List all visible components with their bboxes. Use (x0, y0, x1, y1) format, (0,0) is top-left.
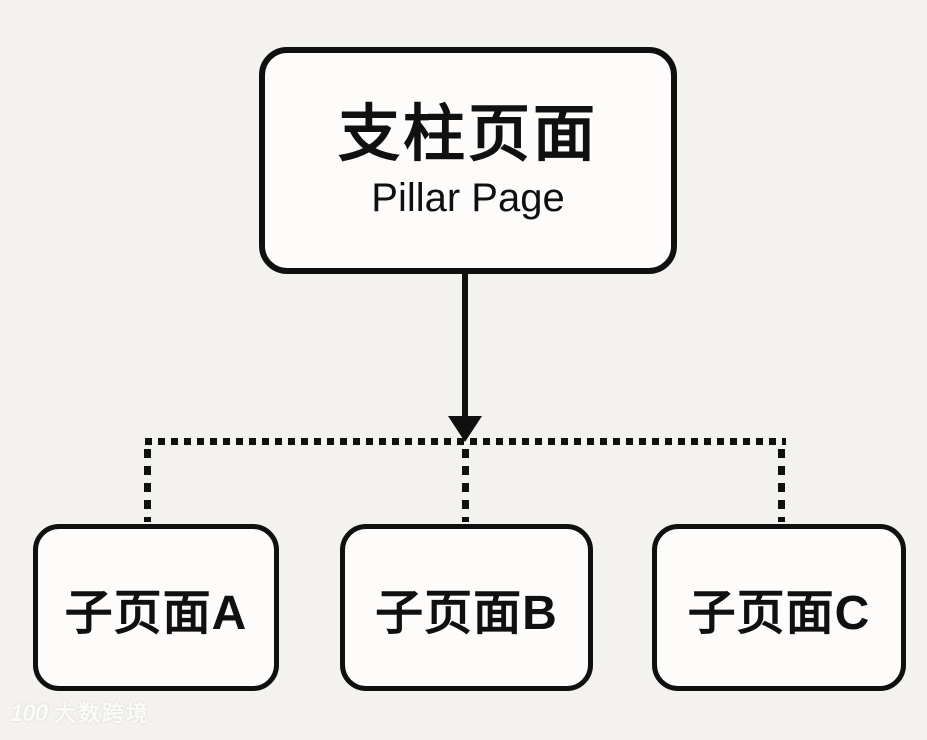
child-page-b-label: 子页面B (375, 586, 558, 640)
dotted-stub-right (778, 449, 785, 522)
dotted-distribution-line (145, 438, 786, 445)
watermark: 100 大数跨境 (10, 702, 150, 726)
pillar-title-en: Pillar Page (371, 175, 565, 220)
child-page-a-label: 子页面A (64, 586, 248, 640)
connector-arrowhead-icon (448, 416, 482, 442)
dotted-stub-left (144, 449, 151, 522)
pillar-title-zh: 支柱页面 (337, 100, 598, 170)
dotted-stub-middle (462, 449, 469, 522)
watermark-logo-icon: 100 (10, 700, 48, 727)
child-page-a-node: 子页面A (33, 524, 279, 691)
pillar-page-node: 支柱页面 Pillar Page (259, 47, 677, 274)
watermark-text: 大数跨境 (54, 701, 151, 726)
connector-arrow-shaft (462, 272, 468, 420)
child-page-b-node: 子页面B (340, 524, 593, 691)
child-page-c-node: 子页面C (652, 524, 906, 691)
child-page-c-label: 子页面C (687, 586, 871, 640)
